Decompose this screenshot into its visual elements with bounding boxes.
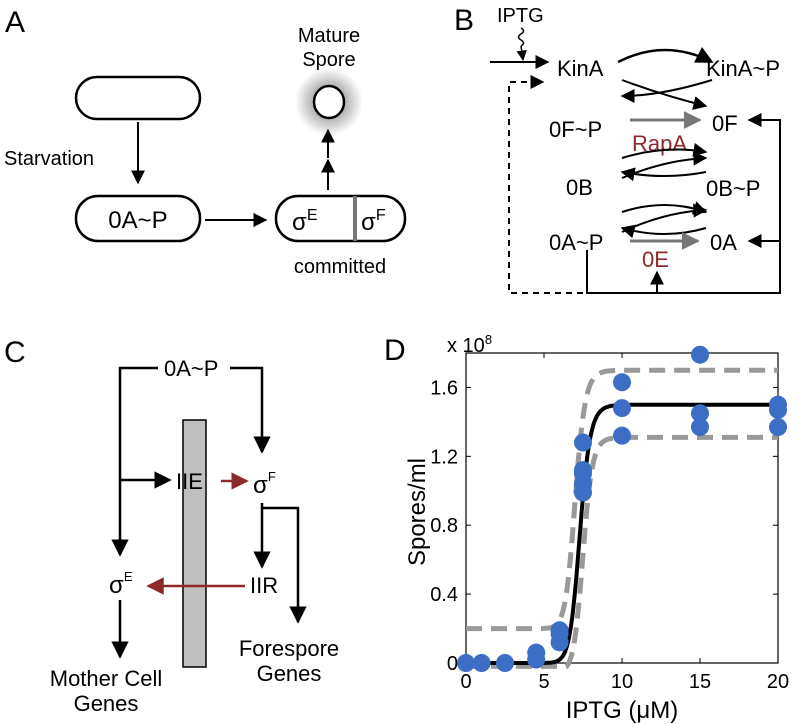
mother-cell-label: Mother Cell — [50, 666, 162, 691]
spore-label: Spore — [302, 49, 355, 71]
oap-to-sigma-f-arrow — [230, 366, 271, 454]
kina-label: KinA — [557, 56, 604, 81]
panel-label-a: A — [5, 6, 25, 39]
panel-a: A Starvation 0A~P σE σF committed Mature… — [4, 6, 407, 278]
cell-shape — [74, 75, 202, 121]
kina-forward-arrow — [617, 47, 714, 64]
kina-return-arrow — [620, 79, 713, 103]
y-tick-label: 0.4 — [430, 584, 458, 606]
0ap-label: 0A~P — [549, 230, 603, 255]
b-a-arrow-3 — [621, 203, 708, 233]
data-point — [769, 418, 787, 437]
iir-label: IIR — [250, 573, 278, 598]
data-point — [550, 621, 569, 640]
spore-chart: 0 5 10 15 20 0 0.4 0.8 1.2 1.6 — [430, 345, 789, 693]
panel-label-d: D — [384, 334, 406, 367]
data-point — [613, 399, 631, 418]
iie-label: IIE — [176, 469, 203, 494]
data-point — [691, 418, 709, 437]
forespore-label: Forespore — [239, 636, 339, 661]
upper-bound-curve — [466, 367, 778, 632]
septum-bar — [182, 419, 207, 668]
feedback-line — [586, 113, 781, 294]
y-tick-label: 0.8 — [430, 515, 458, 537]
y-axis-label: Spores/ml — [404, 458, 431, 566]
kinap-label: KinA~P — [706, 56, 780, 81]
panel-c: C 0A~P IIE σF IIR σE Mother Cell Genes F… — [4, 336, 339, 716]
y-tick-label: 1.2 — [430, 446, 458, 468]
0a-label: 0A — [710, 230, 737, 255]
0fp-label: 0F~P — [549, 117, 602, 142]
c-sigma-f: σF — [253, 469, 276, 499]
starvation-label: Starvation — [4, 148, 94, 170]
data-point — [613, 373, 631, 392]
c-oap-label: 0A~P — [164, 356, 218, 381]
x-tick-label: 20 — [767, 671, 789, 693]
data-point — [496, 654, 514, 672]
data-point — [691, 404, 709, 423]
data-point — [457, 654, 475, 672]
data-point — [613, 426, 631, 445]
oap-cell — [74, 194, 202, 243]
mother-genes-label: Genes — [74, 691, 139, 716]
0e-label: 0E — [642, 247, 669, 272]
iptg-squiggle — [517, 27, 525, 47]
data-point — [472, 654, 491, 672]
panel-label-b: B — [454, 4, 474, 37]
f-b-arrow-1 — [621, 142, 708, 159]
data-point — [574, 433, 592, 452]
y-tick-label: 1.6 — [430, 377, 458, 399]
sigma-f: σF — [361, 207, 386, 236]
x-tick-label: 10 — [611, 671, 633, 693]
f-b-arrow-2 — [620, 167, 707, 182]
data-point — [574, 461, 592, 480]
forespore-genes-label: Genes — [257, 661, 322, 686]
iptg-label: IPTG — [497, 5, 544, 27]
x-tick-label: 5 — [538, 671, 549, 693]
data-point — [527, 643, 546, 662]
sigma-f-to-forespore-arrow — [260, 503, 307, 624]
iptg-arrow — [516, 45, 527, 62]
mature-spore — [312, 84, 346, 120]
y-tick-label: 0 — [447, 653, 458, 675]
lower-bound-curve — [466, 434, 778, 669]
committed-label: committed — [294, 256, 386, 278]
data-point — [769, 395, 787, 414]
kina-transfer-arrow — [621, 79, 708, 110]
data-point — [691, 345, 709, 364]
b-a-arrow-2 — [620, 224, 707, 239]
oap-label: 0A~P — [108, 207, 167, 234]
x-tick-label: 15 — [689, 671, 711, 693]
0f-label: 0F — [712, 111, 738, 136]
y-multiplier: x 108 — [447, 332, 492, 357]
mature-label: Mature — [298, 25, 360, 47]
c-sigma-e: σE — [109, 569, 133, 599]
panel-d: D x 108 Spores/ml IPTG (μM) 0 5 10 15 20 0 0.4… — [384, 332, 789, 724]
0bp-label: 0B~P — [706, 176, 760, 201]
0b-label: 0B — [566, 175, 593, 200]
f-b-arrow-3 — [621, 151, 708, 179]
dashed-feedback-line — [508, 75, 583, 294]
rapa-label: RapA — [632, 131, 687, 156]
committed-cell — [274, 194, 407, 243]
oap-to-sigma-e-arrow — [111, 366, 158, 557]
x-axis-label: IPTG (μM) — [566, 697, 678, 724]
panel-label-c: C — [4, 336, 26, 369]
x-tick-label: 0 — [460, 671, 471, 693]
panel-b: B IPTG KinA KinA~P 0F~P 0F RapA 0B 0B~P … — [454, 4, 781, 294]
sigma-e: σE — [292, 207, 317, 236]
